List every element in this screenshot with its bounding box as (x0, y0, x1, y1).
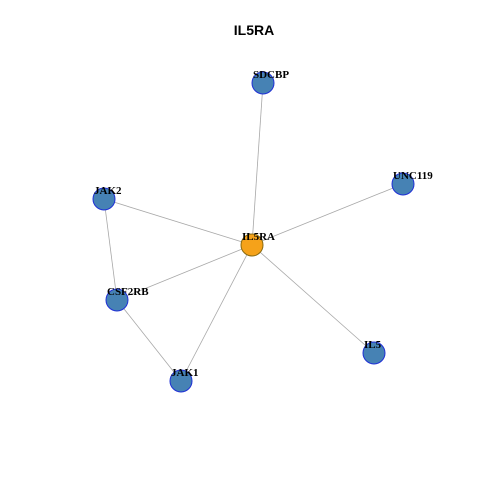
node-circle-csf2rb (105, 288, 129, 312)
node-jak2: JAK2 (92, 185, 122, 211)
node-circle-unc119 (391, 172, 415, 196)
edge-il5ra-csf2rb (116, 244, 253, 301)
edge-jak2-csf2rb (103, 198, 118, 301)
node-il5: IL5 (362, 339, 386, 365)
node-label-jak2: JAK2 (94, 185, 122, 197)
node-label-sdcbp: SDCBP (253, 69, 289, 81)
node-label-jak1: JAK1 (171, 367, 199, 379)
edge-csf2rb-jak1 (116, 299, 182, 382)
node-circle-il5ra (240, 233, 264, 257)
edge-il5ra-unc119 (251, 183, 404, 246)
node-jak1: JAK1 (169, 367, 199, 393)
node-circle-il5 (362, 341, 386, 365)
node-label-csf2rb: CSF2RB (107, 286, 149, 298)
edge-il5ra-jak1 (180, 244, 253, 382)
edge-il5ra-sdcbp (251, 82, 264, 246)
node-label-il5: IL5 (364, 339, 382, 351)
edge-layer (103, 82, 404, 382)
node-il5ra: IL5RA (240, 231, 275, 257)
node-circle-jak2 (92, 187, 116, 211)
edge-il5ra-jak2 (103, 198, 253, 246)
node-label-il5ra: IL5RA (242, 231, 275, 243)
node-label-unc119: UNC119 (393, 170, 433, 182)
node-sdcbp: SDCBP (251, 69, 289, 95)
node-circle-sdcbp (251, 71, 275, 95)
edge-il5ra-il5 (251, 244, 375, 354)
node-csf2rb: CSF2RB (105, 286, 149, 312)
node-unc119: UNC119 (391, 170, 433, 196)
node-circle-jak1 (169, 369, 193, 393)
diagram-title: IL5RA (234, 22, 274, 38)
